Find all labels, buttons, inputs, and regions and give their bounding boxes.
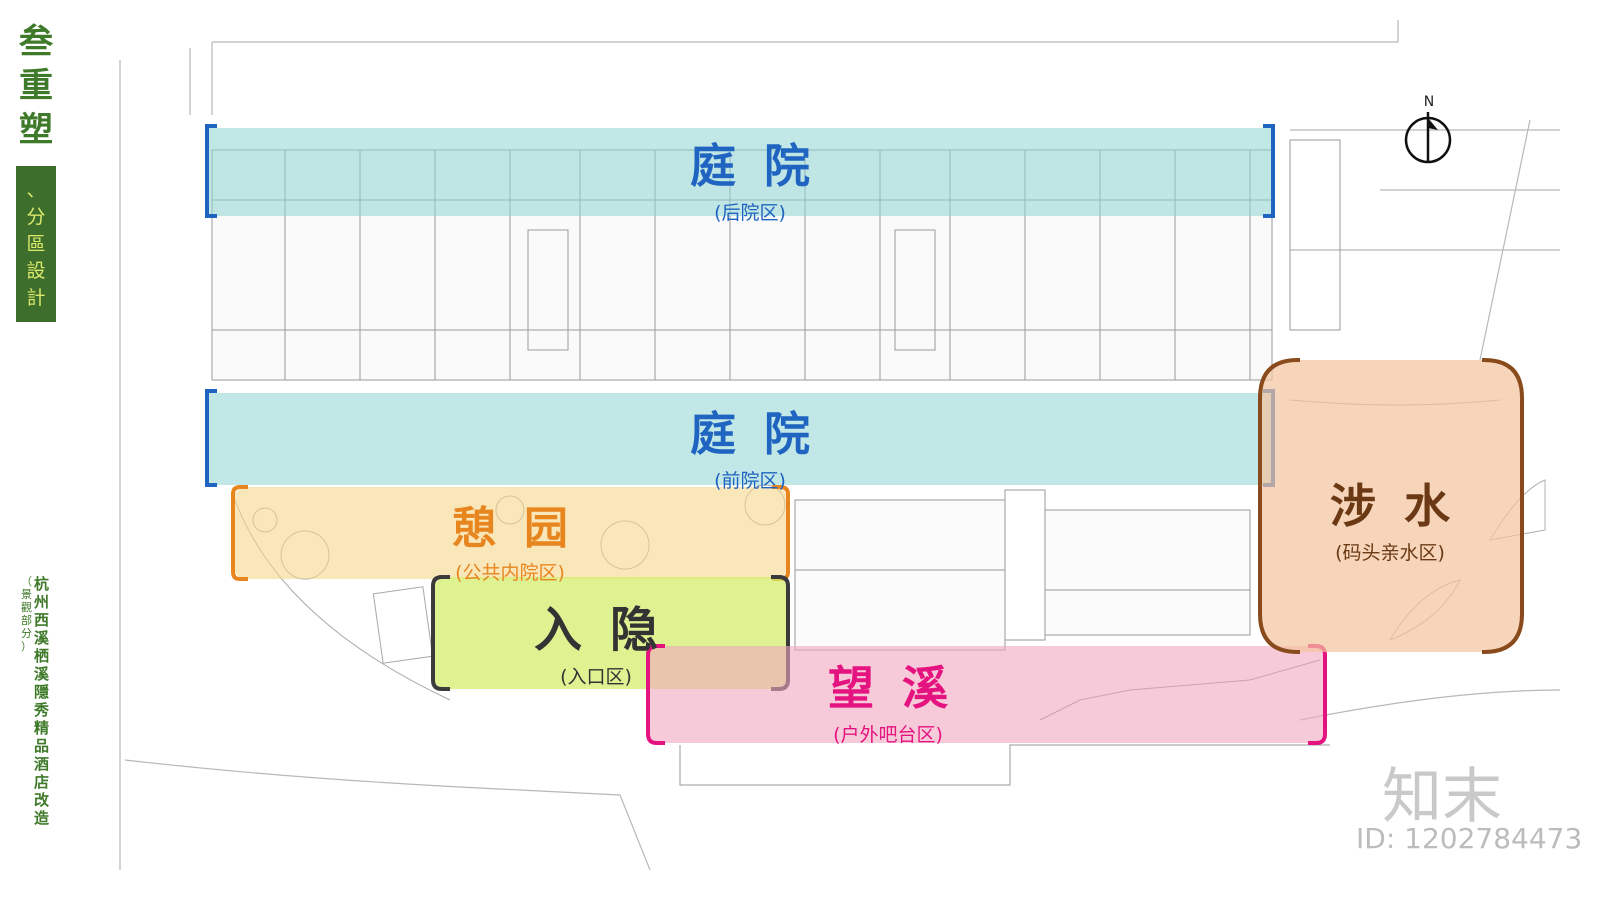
zone-front-courtyard	[205, 389, 1275, 487]
zone-subtitle: (公共内院区)	[455, 562, 565, 584]
caption-char: 溪	[33, 629, 49, 647]
section-char: 、	[26, 178, 46, 201]
caption-char: 店	[33, 773, 49, 791]
north-arrow-icon	[1404, 112, 1452, 164]
caption-char: 分	[20, 627, 32, 640]
section-char: 計	[26, 286, 46, 309]
watermark-brand: 知末	[1382, 762, 1502, 832]
caption-char: 品	[33, 737, 49, 755]
section-title-box: 、 分 區 設 計	[16, 166, 56, 322]
zone-label-creek-view: 望溪 (户外吧台区)	[778, 652, 998, 747]
zone-title: 入隐	[533, 602, 686, 658]
caption-char: 部	[20, 614, 32, 627]
north-indicator: N	[1403, 94, 1455, 110]
caption-char: 州	[33, 593, 49, 611]
zone-label-rear-courtyard: 庭院 (后院区)	[640, 130, 860, 225]
caption-char: ）	[20, 640, 32, 653]
caption-note: （ 景 觀 部 分 ）	[21, 575, 32, 827]
lobby-block	[794, 489, 1251, 651]
zone-title: 庭院	[690, 139, 838, 193]
caption-char: 觀	[20, 601, 32, 614]
zone-title: 憩园	[452, 503, 596, 554]
zone-subtitle: (前院区)	[714, 470, 786, 492]
project-caption: （ 景 觀 部 分 ） 杭 州 西 溪 栖 溪 隱 秀 精 品 酒 店 改 造	[14, 575, 56, 827]
caption-char: 杭	[33, 575, 49, 593]
zone-subtitle: (码头亲水区)	[1335, 542, 1445, 564]
watermark-id: ID: 1202784473	[1356, 822, 1583, 855]
caption-char: （	[20, 575, 32, 588]
site-boundary	[119, 20, 1561, 871]
caption-char: 溪	[33, 665, 49, 683]
caption-char: 隱	[33, 683, 49, 701]
title-char: 叁	[19, 22, 53, 62]
zone-subtitle: (入口区)	[560, 666, 632, 688]
caption-char: 栖	[33, 647, 49, 665]
caption-char: 造	[33, 809, 49, 827]
zone-label-entrance: 入隐 (入口区)	[486, 590, 706, 689]
caption-char: 秀	[33, 701, 49, 719]
zone-title: 庭院	[690, 407, 838, 461]
zone-title: 涉水	[1330, 479, 1478, 533]
north-label: N	[1423, 94, 1435, 110]
caption-char: 精	[33, 719, 49, 737]
section-char: 區	[26, 232, 46, 255]
caption-char: 酒	[33, 755, 49, 773]
section-char: 設	[26, 259, 46, 282]
zone-subtitle: (后院区)	[714, 202, 786, 224]
zone-label-rest-garden: 憩园 (公共内院区)	[400, 492, 620, 585]
caption-char: 景	[20, 588, 32, 601]
zone-wading	[1258, 358, 1524, 654]
zone-subtitle: (户外吧台区)	[833, 724, 943, 746]
zone-label-front-courtyard: 庭院 (前院区)	[640, 398, 860, 493]
section-char: 分	[26, 205, 46, 228]
caption-char: 西	[33, 611, 49, 629]
side-title: 叁 重 塑 、 分 區 設 計	[14, 20, 58, 322]
title-char: 塑	[19, 110, 53, 150]
caption-char: 改	[33, 791, 49, 809]
zone-rear-courtyard	[205, 124, 1275, 218]
title-char: 重	[19, 66, 53, 106]
zone-creek-view	[646, 644, 1327, 745]
caption-project-name: 杭 州 西 溪 栖 溪 隱 秀 精 品 酒 店 改 造	[34, 575, 49, 827]
zone-label-wading: 涉水 (码头亲水区)	[1285, 470, 1495, 565]
zone-title: 望溪	[828, 661, 976, 715]
